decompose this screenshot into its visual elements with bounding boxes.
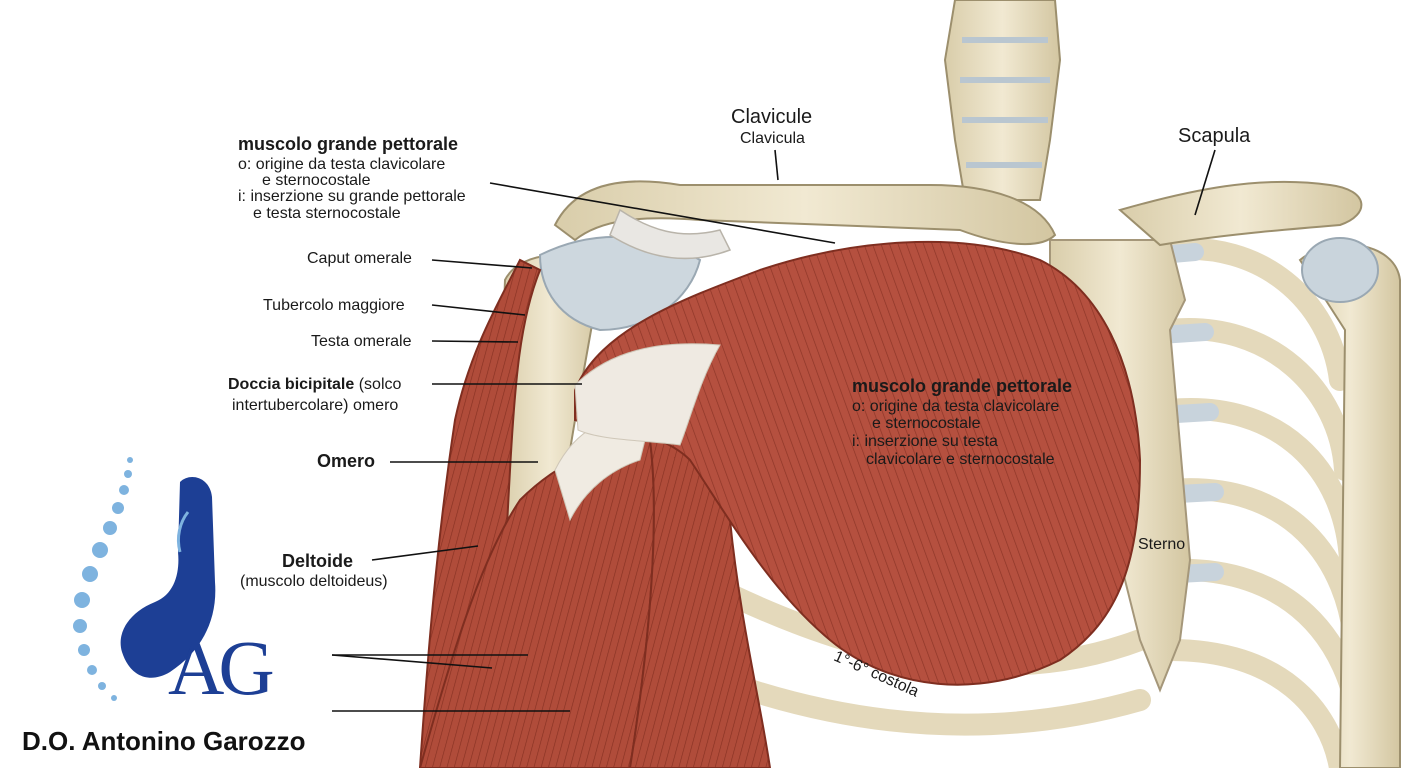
joint-capsule — [538, 235, 702, 332]
label-tubercolo-maggiore: Tubercolo maggiore — [263, 297, 405, 314]
label-deltoide-sub: (muscolo deltoideus) — [240, 573, 388, 590]
vertebral-column — [943, 0, 1062, 201]
label-doccia-bold: Doccia bicipitale — [228, 376, 355, 393]
ag-logo — [73, 457, 216, 701]
label-deltoide: Deltoide — [282, 551, 354, 571]
leader-lines — [331, 149, 1216, 712]
pectoral-tendon — [574, 343, 721, 446]
label-doccia-rest: (solco — [354, 376, 402, 393]
pec-left-origin-1: o: origine da testa clavicolare — [238, 156, 446, 173]
label-sterno: Sterno — [1138, 536, 1186, 553]
pec-left-insertion-2: e testa sternocostale — [253, 205, 401, 222]
pec-right-title: muscolo grande pettorale — [852, 376, 1073, 396]
label-doccia-line2: intertubercolare) omero — [232, 397, 399, 414]
shoulder-joint-cartilage-right — [1301, 237, 1379, 303]
scapula-bone — [1117, 180, 1363, 247]
pec-right-insertion-2: clavicolare e sternocostale — [866, 451, 1055, 468]
brand-name: D.O. Antonino Garozzo — [22, 726, 306, 756]
label-scapula: Scapula — [1178, 125, 1251, 147]
spine-dots-icon — [73, 457, 133, 701]
label-caput-omerale: Caput omerale — [307, 250, 412, 267]
clavicle-bone — [553, 180, 1057, 245]
label-omero: Omero — [317, 451, 376, 471]
pec-right-insertion-1: i: inserzione su testa — [852, 433, 998, 450]
pec-left-insertion-1: i: inserzione su grande pettorale — [238, 188, 466, 205]
label-clavicle-en: Clavicule — [731, 106, 813, 128]
pec-left-origin-2: e sternocostale — [262, 172, 371, 189]
label-clavicle-it: Clavicula — [740, 130, 805, 147]
label-testa-omerale: Testa omerale — [311, 333, 412, 350]
label-doccia-bicipitale: Doccia bicipitale (solco — [228, 376, 401, 393]
logo-monogram: AG — [168, 624, 275, 711]
pec-right-origin-1: o: origine da testa clavicolare — [852, 398, 1060, 415]
pec-right-origin-2: e sternocostale — [872, 415, 981, 432]
pec-left-title: muscolo grande pettorale — [238, 134, 459, 154]
coracoclavicular-ligament — [609, 208, 732, 260]
hand-icon — [120, 477, 216, 678]
